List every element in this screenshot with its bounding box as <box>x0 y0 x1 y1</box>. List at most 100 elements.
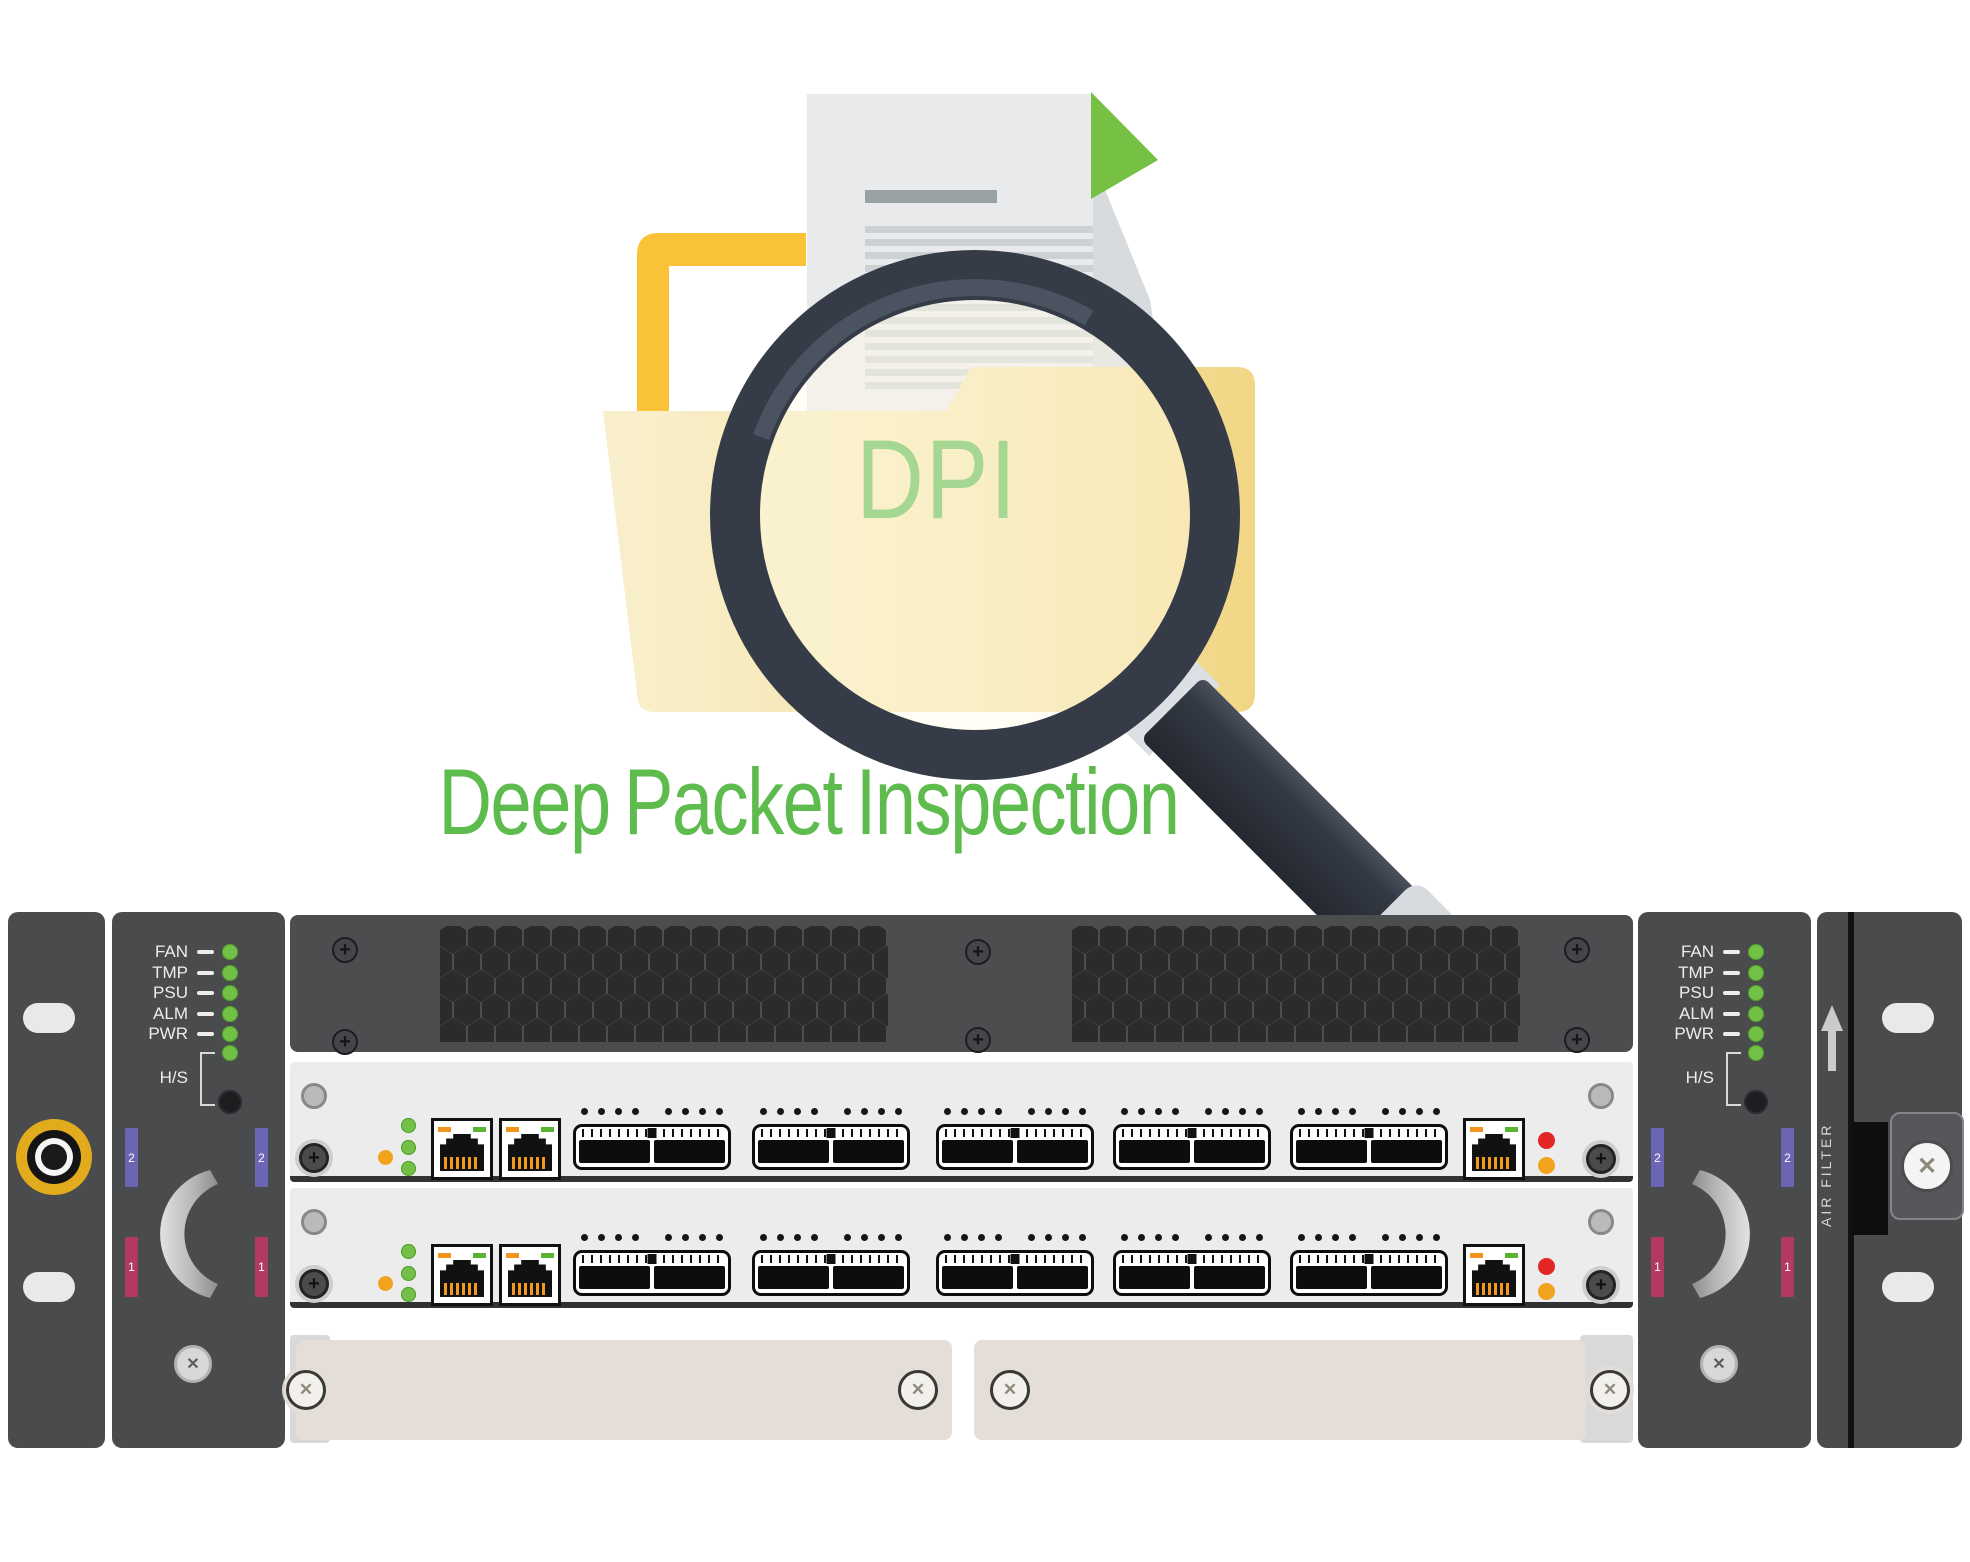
status-led-label: PSU <box>153 983 188 1002</box>
cage-dot <box>844 1234 851 1241</box>
rj45-led-green <box>541 1127 554 1132</box>
cage-dot <box>944 1234 951 1241</box>
phillips-screw: + <box>332 1029 358 1055</box>
sfp-cage <box>1113 1124 1271 1170</box>
status-led-label: PWR <box>148 1024 188 1043</box>
sfp-port <box>579 1266 650 1289</box>
slot-badge-1: 1 <box>1781 1237 1794 1297</box>
cage-dot <box>1121 1234 1128 1241</box>
sfp-port <box>1371 1140 1442 1163</box>
filter-slot <box>1852 1122 1888 1235</box>
cage-dot <box>1382 1108 1389 1115</box>
panel-screw: ✕ <box>1700 1345 1738 1383</box>
sfp-port <box>1194 1266 1265 1289</box>
status-led-label: FAN <box>154 942 188 961</box>
mounting-slot <box>1882 1003 1934 1033</box>
phillips-screw: + <box>1586 1270 1616 1300</box>
sfp-port <box>654 1266 725 1289</box>
status-led-label: PSU <box>1679 983 1714 1002</box>
led-dash <box>1723 1011 1740 1016</box>
sfp-port <box>1296 1140 1367 1163</box>
phillips-screw: + <box>965 1027 991 1053</box>
cage-dot <box>995 1234 1002 1241</box>
cage-dot <box>1298 1234 1305 1241</box>
cage-dot <box>1239 1234 1246 1241</box>
cage-notch <box>647 1128 657 1138</box>
rj45-port <box>1463 1244 1525 1306</box>
sfp-port <box>833 1140 904 1163</box>
ground-connector <box>16 1119 92 1195</box>
cage-dot <box>581 1108 588 1115</box>
ejector-handle-wrap <box>1682 1164 1754 1304</box>
folder-back <box>637 233 806 412</box>
cage-dot <box>598 1234 605 1241</box>
cage-dot <box>861 1234 868 1241</box>
status-led <box>222 1026 238 1042</box>
sfp-cage <box>573 1250 731 1296</box>
cage-dot <box>944 1108 951 1115</box>
hot-swap-bracket <box>1726 1052 1741 1106</box>
sfp-cage <box>1290 1124 1448 1170</box>
led-dash <box>197 950 214 954</box>
slot-badge-1: 1 <box>125 1237 138 1297</box>
phillips-screw: + <box>965 939 991 965</box>
ejector-handle-wrap <box>156 1164 228 1304</box>
cage-dot <box>682 1234 689 1241</box>
cage-dot <box>1222 1108 1229 1115</box>
cage-dot <box>1172 1108 1179 1115</box>
sfp-cage <box>573 1124 731 1170</box>
card-led-green <box>401 1118 416 1133</box>
cage-dot <box>1332 1108 1339 1115</box>
cage-dot <box>760 1234 767 1241</box>
cage-dot <box>978 1234 985 1241</box>
cage-dot <box>665 1108 672 1115</box>
cage-dot <box>665 1234 672 1241</box>
sfp-port <box>942 1266 1013 1289</box>
cage-dot <box>777 1108 784 1115</box>
card-led-green <box>401 1161 416 1176</box>
status-hole <box>301 1083 327 1109</box>
magnifier-ring <box>710 250 1240 780</box>
cage-dot <box>1028 1108 1035 1115</box>
cage-dot <box>1062 1234 1069 1241</box>
air-filter-module: AIR FILTER ✕ <box>1817 912 1964 1448</box>
cage-dot <box>1079 1108 1086 1115</box>
mounting-slot <box>1882 1272 1934 1302</box>
left-rack-ear <box>8 912 105 1448</box>
phillips-screw: + <box>1586 1144 1616 1174</box>
rj45-led-green <box>541 1253 554 1258</box>
cage-dot <box>1222 1234 1229 1241</box>
status-led-label: TMP <box>1678 962 1714 982</box>
card-led-green <box>401 1140 416 1155</box>
sfp-port <box>1017 1266 1088 1289</box>
cage-dot <box>1028 1234 1035 1241</box>
panel-screw: ✕ <box>174 1345 212 1383</box>
cage-notch <box>1364 1128 1374 1138</box>
cage-notch <box>1364 1254 1374 1264</box>
status-led <box>1748 964 1764 981</box>
cage-dot <box>1079 1234 1086 1241</box>
air-filter-label: AIR FILTER <box>1818 1122 1834 1228</box>
cage-dot <box>1062 1108 1069 1115</box>
led-dash <box>1723 970 1740 975</box>
cage-dot <box>1332 1234 1339 1241</box>
cage-dot <box>1138 1234 1145 1241</box>
rj45-port <box>431 1118 493 1180</box>
rj45-pins <box>444 1283 480 1295</box>
card-led-amber <box>1538 1157 1555 1174</box>
cage-dot <box>794 1108 801 1115</box>
rj45-led-amber <box>1470 1127 1483 1132</box>
sfp-port <box>579 1140 650 1163</box>
cage-dot <box>598 1108 605 1115</box>
led-dash <box>1723 1032 1740 1036</box>
magnifier-lens <box>735 275 1215 755</box>
hot-swap-label: H/S <box>1685 1068 1714 1087</box>
status-led-label: TMP <box>152 962 188 982</box>
hex-vent-right <box>1072 926 1520 1042</box>
sfp-cage <box>1290 1250 1448 1296</box>
rj45-port <box>499 1118 561 1180</box>
cage-dot <box>1416 1234 1423 1241</box>
cage-dot <box>1399 1234 1406 1241</box>
